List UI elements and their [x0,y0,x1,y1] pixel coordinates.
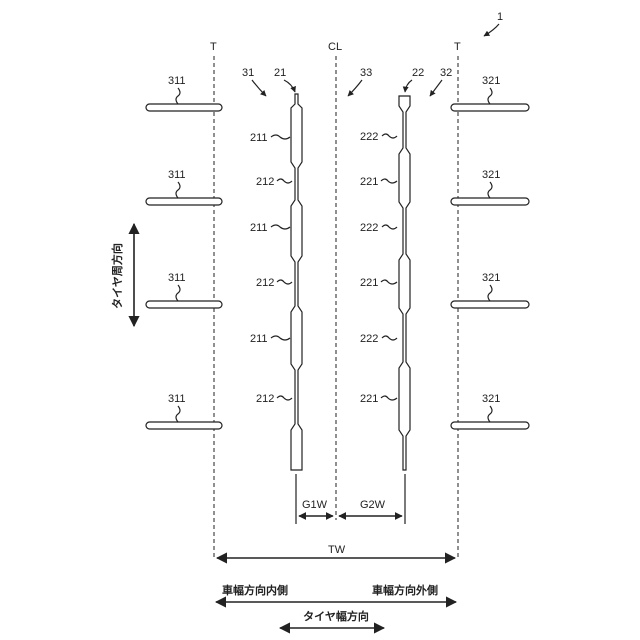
left-sipe-leader [176,182,180,198]
left-sipe [146,104,222,111]
left-sipe-leader [176,285,180,301]
tread-edge-right-label: T [454,41,461,53]
wide-right-leader [381,179,397,183]
inner-side-label: 車幅方向内側 [222,583,288,597]
groove-right-sub-arrow [405,80,412,92]
tw-label: TW [328,544,346,556]
figure-ref-label: 1 [497,11,503,23]
left-sipe-leader [176,88,180,104]
groove-right-arrow [430,80,442,96]
right-sipe-leader [488,406,492,422]
left-main-groove [291,94,302,470]
groove-left-arrow [252,80,266,96]
figure-ref-leader [484,24,499,36]
narrow-left-label: 212 [256,176,274,188]
groove-center-arrow [348,80,362,96]
narrow-right-leader [382,225,397,229]
groove-right-sub-label: 22 [412,67,424,79]
narrow-right-label: 222 [360,131,378,143]
left-sipe-label: 311 [168,75,186,87]
narrow-right-leader [382,134,397,138]
outer-side-label: 車幅方向外側 [372,583,438,597]
wide-left-leader [271,336,290,340]
groove-left-sub-arrow [284,80,295,92]
left-sipe [146,422,222,429]
centerline-label: CL [328,41,342,53]
wide-left-label: 211 [250,222,268,234]
narrow-left-label: 212 [256,277,274,289]
wide-right-leader [381,280,397,284]
wide-right-label: 221 [360,277,378,289]
right-sipe-leader [488,88,492,104]
tread-edge-left-label: T [210,41,217,53]
narrow-right-leader [382,336,397,340]
right-sipe [451,301,529,308]
left-sipe-label: 311 [168,272,186,284]
narrow-left-leader [277,179,292,183]
wide-right-label: 221 [360,393,378,405]
groove-left-label: 31 [242,67,254,79]
narrow-left-label: 212 [256,393,274,405]
wide-right-leader [381,396,397,400]
wide-left-leader [271,225,290,229]
left-sipe-label: 311 [168,393,186,405]
g1w-label: G1W [302,499,328,511]
right-sipe-label: 321 [482,169,500,181]
wide-left-leader [271,135,290,139]
left-sipe-label: 311 [168,169,186,181]
groove-center-label: 33 [360,67,372,79]
groove-left-sub-label: 21 [274,67,286,79]
right-sipe-leader [488,182,492,198]
right-main-groove [399,96,410,470]
left-sipe [146,198,222,205]
right-sipe [451,198,529,205]
narrow-right-label: 222 [360,222,378,234]
g2w-label: G2W [360,499,386,511]
tire-width-label: タイヤ幅方向 [303,609,369,623]
right-sipe-leader [488,285,492,301]
groove-right-label: 32 [440,67,452,79]
right-sipe-label: 321 [482,272,500,284]
right-sipe [451,104,529,111]
right-sipe [451,422,529,429]
wide-left-label: 211 [250,333,268,345]
wide-right-label: 221 [360,176,378,188]
right-sipe-label: 321 [482,393,500,405]
narrow-right-label: 222 [360,333,378,345]
right-sipe-label: 321 [482,75,500,87]
wide-left-label: 211 [250,132,268,144]
narrow-left-leader [277,396,292,400]
left-sipe [146,301,222,308]
circumferential-label: タイヤ周方向 [110,243,124,309]
left-sipe-leader [176,406,180,422]
narrow-left-leader [277,280,292,284]
